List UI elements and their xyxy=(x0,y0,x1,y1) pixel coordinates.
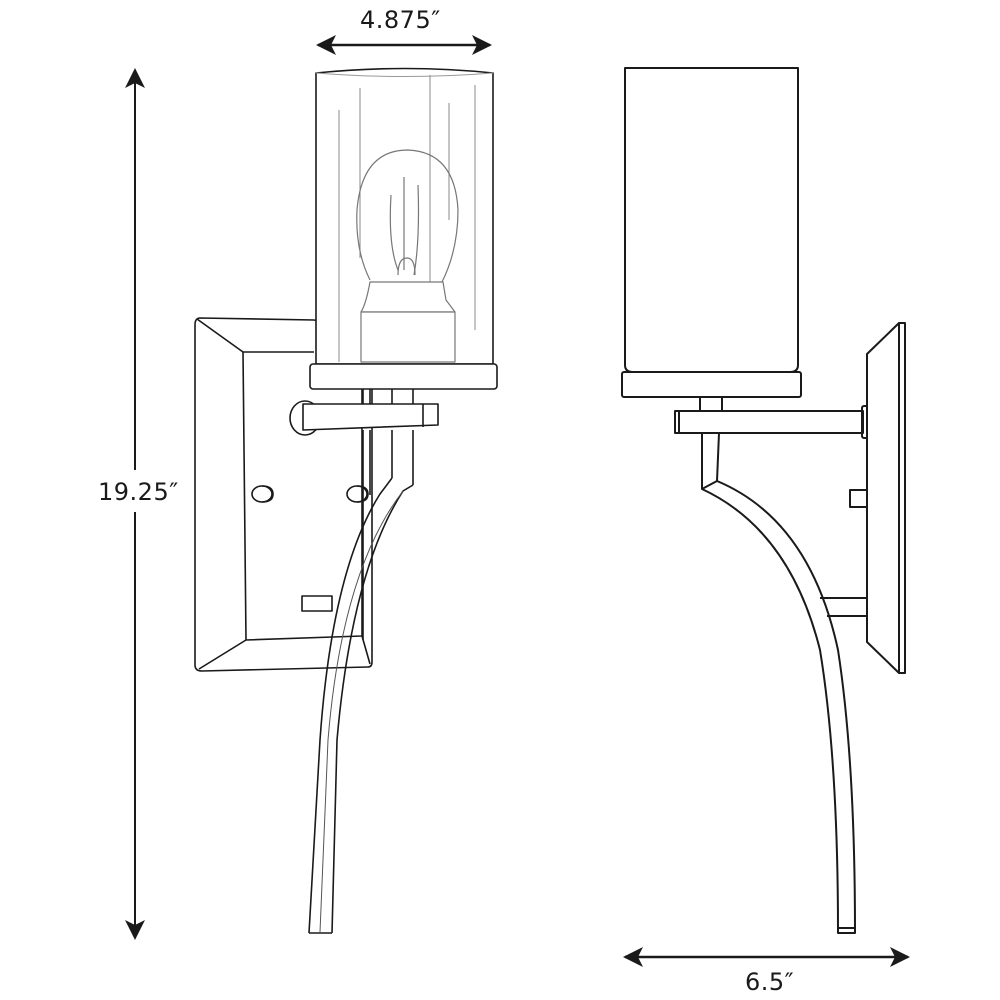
front-view xyxy=(194,67,498,934)
extension-dimension-label: 6.5″ xyxy=(745,968,795,996)
bulb xyxy=(356,149,459,363)
side-arm xyxy=(674,405,869,439)
mounting-screw-left xyxy=(251,485,274,503)
curved-stem xyxy=(308,477,414,934)
shade-holder-side xyxy=(621,371,802,398)
arm xyxy=(289,400,439,436)
width-dimension-label: 4.875″ xyxy=(360,6,441,34)
backplate-outer xyxy=(194,317,373,672)
mounting-screw-right xyxy=(346,485,369,503)
side-curved-stem xyxy=(701,432,856,934)
wall-plate xyxy=(866,322,906,674)
backplate-inner xyxy=(242,340,363,641)
height-dimension-label: 19.25″ xyxy=(98,476,179,508)
side-view xyxy=(621,67,906,934)
shade-holder-front xyxy=(309,363,498,390)
glass-shade-side xyxy=(624,67,799,373)
